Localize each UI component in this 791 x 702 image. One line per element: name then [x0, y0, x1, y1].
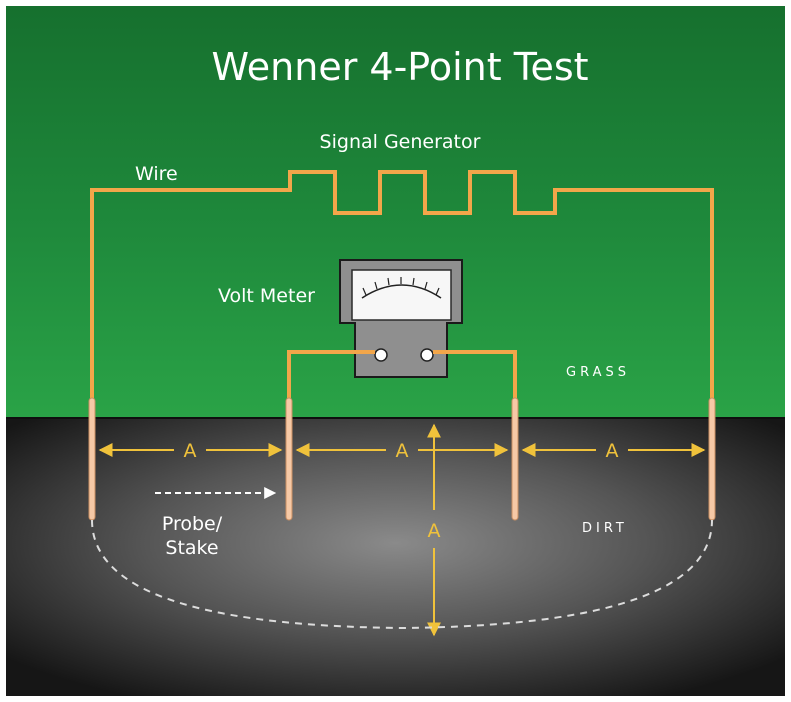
meter-terminal-left: [374, 348, 388, 362]
inner-wire-right: [433, 350, 517, 400]
volt-meter-label: Volt Meter: [218, 285, 315, 307]
probe-label-line1: Probe/: [162, 513, 223, 535]
spacing-3-label: A: [606, 440, 619, 462]
depth-label: A: [428, 520, 441, 542]
measurement-hemisphere: [91, 519, 713, 630]
wire-label: Wire: [135, 163, 178, 185]
stake-3: [511, 397, 519, 521]
volt-meter: [339, 259, 463, 378]
meter-scale: [361, 284, 442, 299]
meter-ticks: [362, 277, 440, 296]
stake-2: [285, 397, 293, 521]
meter-terminal-right: [420, 348, 434, 362]
outer-wire: [90, 170, 714, 400]
inner-wire-left: [287, 350, 375, 400]
spacing-2-label: A: [396, 440, 409, 462]
spacing-dimensions: [98, 423, 706, 637]
diagram-title: Wenner 4-Point Test: [211, 45, 588, 89]
spacing-1-label: A: [184, 440, 197, 462]
dirt-area: [6, 418, 785, 696]
probe-label-line2: Stake: [165, 537, 218, 559]
stake-4: [708, 397, 716, 521]
stake-1: [88, 397, 96, 521]
dirt-label: DIRT: [582, 521, 628, 536]
grass-label: GRASS: [566, 365, 630, 380]
stakes: [88, 397, 716, 521]
signal-generator-label: Signal Generator: [320, 131, 481, 153]
